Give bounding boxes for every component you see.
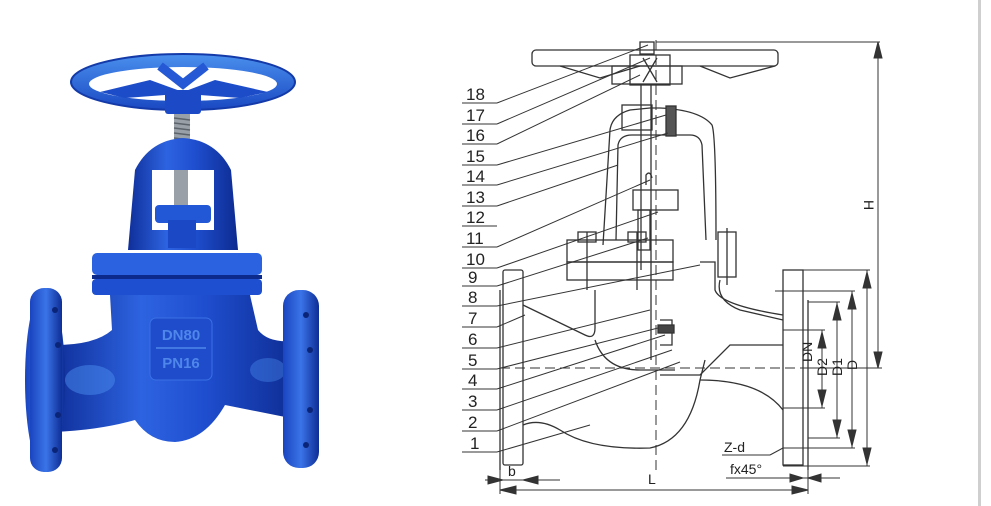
part-label-4: 4	[468, 371, 477, 390]
part-label-12: 12	[466, 208, 485, 227]
dimension-lines	[485, 41, 883, 495]
valve-body: DN80 PN16	[55, 295, 300, 442]
part-label-2: 2	[468, 413, 477, 432]
leader-lines	[462, 44, 701, 453]
part-label-17: 17	[466, 106, 485, 125]
dim-d1: D1	[829, 358, 845, 376]
part-label-10: 10	[466, 250, 485, 269]
handwheel	[70, 53, 296, 114]
drawing-yoke	[602, 104, 717, 246]
part-label-5: 5	[468, 351, 477, 370]
drawing-handwheel	[531, 41, 779, 86]
globe-valve-photo: DN80 PN16	[25, 53, 319, 472]
part-label-1: 1	[470, 434, 479, 453]
vertical-scrollbar[interactable]	[978, 0, 981, 506]
part-label-8: 8	[468, 288, 477, 307]
part-label-16: 16	[466, 126, 485, 145]
left-flange	[25, 288, 65, 472]
part-label-11: 11	[466, 229, 484, 248]
part-label-3: 3	[468, 392, 477, 411]
part-label-7: 7	[468, 309, 477, 328]
part-number-labels: 18 17 16 15 14 13 12 11 10 9 8 7 6 5 4 3…	[466, 85, 485, 453]
part-label-18: 18	[466, 85, 485, 104]
dimension-labels: H L b DN D2 D1 D Z-d fx45°	[508, 200, 877, 487]
part-label-15: 15	[466, 147, 485, 166]
dim-d2: D2	[814, 358, 830, 376]
dim-l: L	[648, 471, 656, 487]
part-label-9: 9	[468, 268, 477, 287]
part-label-6: 6	[468, 330, 477, 349]
valve-technical-drawing: 18 17 16 15 14 13 12 11 10 9 8 7 6 5 4 3…	[462, 40, 883, 495]
bonnet-flange	[92, 253, 262, 295]
part-label-13: 13	[466, 188, 485, 207]
right-flange	[283, 290, 319, 468]
yoke-bonnet	[128, 138, 238, 250]
body-marking-pn: PN16	[162, 355, 200, 372]
dim-b: b	[508, 463, 516, 479]
drawing-body	[499, 261, 809, 470]
dim-h: H	[861, 200, 877, 210]
dim-z-d: Z-d	[724, 439, 745, 455]
dim-dn: DN	[799, 342, 815, 362]
body-marking-dn: DN80	[162, 327, 200, 344]
dim-d: D	[844, 360, 860, 370]
drawing-bonnet	[566, 172, 737, 290]
dim-chamfer: fx45°	[730, 461, 762, 477]
part-label-14: 14	[466, 167, 485, 186]
